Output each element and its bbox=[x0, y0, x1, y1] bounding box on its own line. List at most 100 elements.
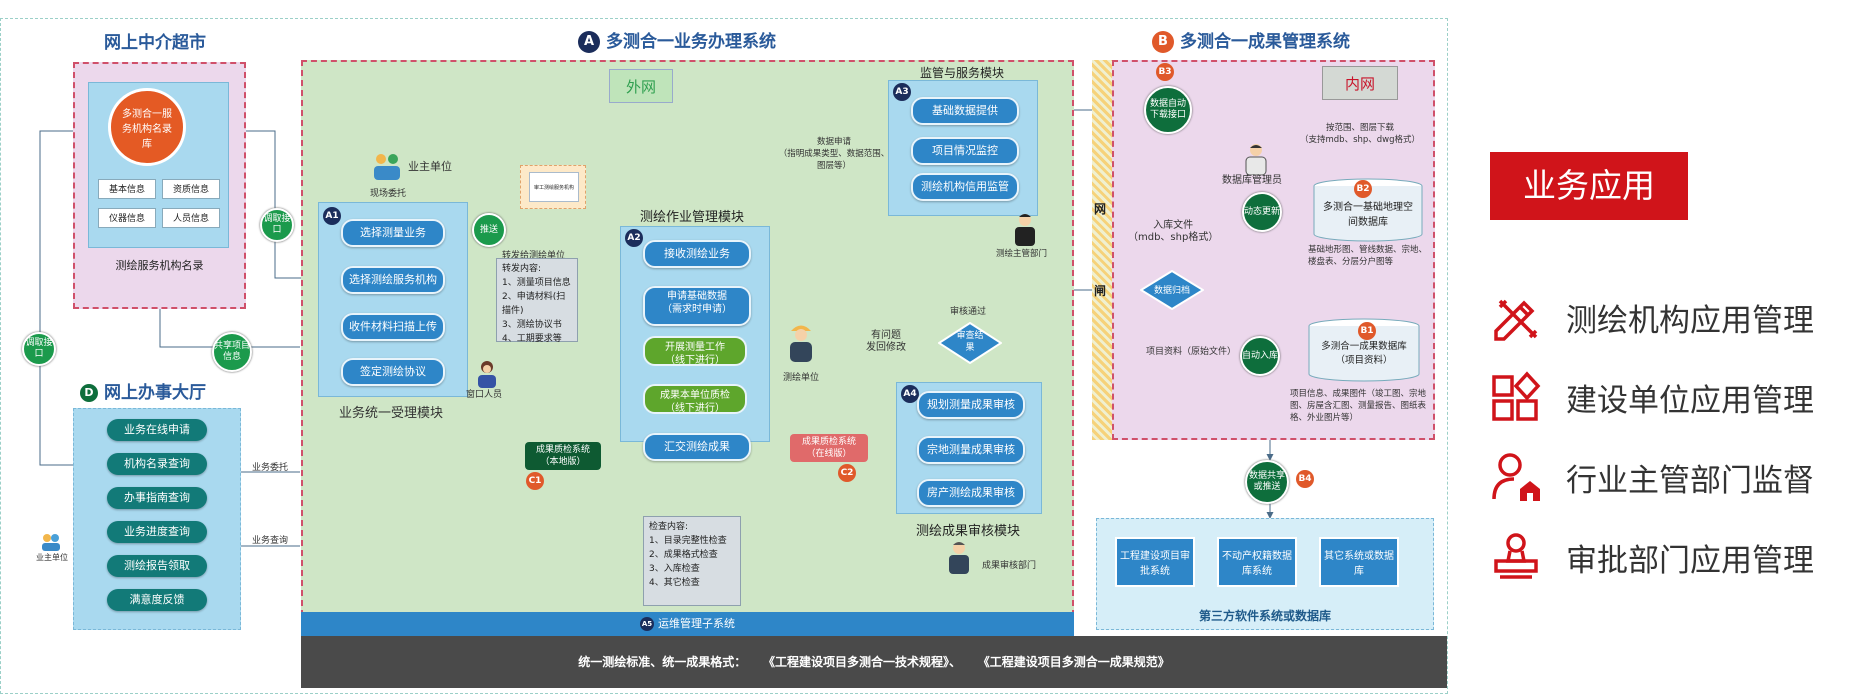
window-staff-label: 窗口人员 bbox=[466, 390, 503, 400]
request-data-button[interactable]: 申请基础数据 （需求时申请） bbox=[643, 286, 751, 326]
select-survey-button[interactable]: 选择测量业务 bbox=[341, 219, 445, 247]
audit-module-panel: A4 规划测量成果审核 宗地测量成果审核 房产测绘成果审核 bbox=[896, 382, 1042, 514]
import-file-label: 入库文件 （mdb、shp格式） bbox=[1128, 220, 1219, 243]
audit-module-caption: 测绘成果审核模块 bbox=[916, 524, 1021, 539]
hall-guide-query[interactable]: 办事指南查询 bbox=[107, 487, 207, 509]
select-agency-button[interactable]: 选择测绘服务机构 bbox=[341, 266, 445, 294]
sidebar-item-approval[interactable]: 审批部门应用管理 bbox=[1490, 527, 1814, 587]
gateway-char-2: 闸 bbox=[1094, 284, 1107, 298]
inner-net-label: 内网 bbox=[1322, 66, 1398, 100]
b2-database-label: 多测合一基础地理空间数据库 bbox=[1323, 202, 1413, 228]
transfer-line-3: 3、测绘协议书 bbox=[502, 320, 562, 330]
b1-database: 多测合一成果数据库 （项目资料） bbox=[1308, 318, 1420, 382]
hall-query-label: 业务查询 bbox=[252, 536, 289, 546]
sidebar-item-supervision[interactable]: 行业主管部门监督 bbox=[1490, 447, 1814, 507]
b4-badge: B4 bbox=[1296, 470, 1314, 488]
third-party-caption: 第三方软件系统或数据库 bbox=[1198, 609, 1331, 623]
a-system-title-text: 多测合一业务办理系统 bbox=[606, 32, 776, 52]
footer-standards: 统一测绘标准、统一成果格式： 《工程建设项目多测合一技术规程》、 《工程建设项目… bbox=[301, 636, 1447, 688]
fetch-interface-top: 调取接口 bbox=[260, 208, 294, 242]
sidebar-item-construction[interactable]: 建设单位应用管理 bbox=[1490, 367, 1814, 427]
a5-badge: A5 bbox=[640, 617, 654, 631]
project-monitor-button[interactable]: 项目情况监控 bbox=[911, 137, 1019, 165]
audit-dept-icon bbox=[946, 540, 972, 574]
intermediary-title: 网上中介超市 bbox=[104, 33, 206, 53]
intermediary-caption: 测绘服务机构名录 bbox=[115, 259, 204, 272]
site-delegation-label: 现场委托 bbox=[370, 189, 407, 199]
a4-badge: A4 bbox=[901, 385, 919, 403]
doc-thumb-text: 审工测绘服务机构 bbox=[529, 172, 579, 202]
intermediary-panel: 多测合一服务机构名录库 基本信息 资质信息 仪器信息 人员信息 测绘服务机构名录 bbox=[73, 62, 246, 309]
dept-officer-icon bbox=[1012, 212, 1038, 246]
hall-owner: 业主单位 bbox=[36, 553, 68, 562]
hall-directory-query[interactable]: 机构名录查询 bbox=[107, 453, 207, 475]
ops-bar: A5 运维管理子系统 bbox=[301, 612, 1074, 636]
c1-badge: C1 bbox=[526, 472, 544, 490]
hall-report-pickup[interactable]: 测绘报告领取 bbox=[107, 555, 207, 577]
sign-agreement-button[interactable]: 签定测绘协议 bbox=[341, 358, 445, 386]
transfer-line-1: 1、测量项目信息 bbox=[502, 278, 571, 288]
sidebar-item-label: 建设单位应用管理 bbox=[1566, 382, 1814, 419]
hall-badge: D bbox=[80, 384, 98, 402]
outer-net-label: 外网 bbox=[609, 69, 673, 103]
a1-badge: A1 bbox=[323, 207, 341, 225]
survey-unit-icon bbox=[786, 322, 816, 364]
data-request-note: 数据申请 （指明成果类型、数据范围、图层等） bbox=[778, 137, 890, 171]
field-work-button[interactable]: 开展测量工作 （线下进行） bbox=[643, 336, 747, 366]
survey-unit-label: 测绘单位 bbox=[783, 373, 820, 383]
self-qc-button[interactable]: 成果本单位质检 （线下进行） bbox=[643, 384, 747, 414]
sidebar-item-survey-agency[interactable]: 测绘机构应用管理 bbox=[1490, 287, 1814, 347]
upload-materials-button[interactable]: 收件材料扫描上传 bbox=[341, 313, 445, 341]
owner-unit-icon bbox=[372, 152, 402, 180]
hall-progress-query[interactable]: 业务进度查询 bbox=[107, 521, 207, 543]
transfer-list: 转发内容: 1、测量项目信息 2、申请材料(扫描件) 3、测绘协议书 4、工期要… bbox=[496, 258, 578, 344]
modules-icon bbox=[1490, 371, 1542, 423]
third-party-realestate: 不动产权籍数据库系统 bbox=[1217, 537, 1297, 587]
a3-badge: A3 bbox=[893, 83, 911, 101]
share-info-node: 共享项目信息 bbox=[212, 332, 252, 372]
check-line-2: 2、成果格式检查 bbox=[649, 550, 718, 560]
accept-module-caption: 业务统一受理模块 bbox=[339, 406, 444, 421]
b3-badge: B3 bbox=[1156, 63, 1174, 81]
plan-audit-button[interactable]: 规划测量成果审核 bbox=[917, 391, 1025, 419]
receive-task-button[interactable]: 接收测绘业务 bbox=[643, 240, 751, 268]
b-badge: B bbox=[1152, 31, 1174, 53]
transfer-line-0: 转发内容: bbox=[502, 264, 542, 274]
check-line-0: 检查内容: bbox=[649, 522, 689, 532]
third-party-other: 其它系统或数据库 bbox=[1319, 537, 1399, 587]
project-material-label: 项目资料（原始文件） bbox=[1146, 347, 1237, 357]
b1-database-label: 多测合一成果数据库 （项目资料） bbox=[1321, 341, 1407, 366]
hall-online-apply[interactable]: 业务在线申请 bbox=[107, 419, 207, 441]
sidebar-item-label: 行业主管部门监督 bbox=[1566, 462, 1814, 499]
review-pass-label: 审核通过 bbox=[950, 307, 987, 317]
stamp-icon bbox=[1490, 531, 1542, 583]
supervise-module-panel: A3 基础数据提供 项目情况监控 测绘机构信用监管 bbox=[888, 80, 1038, 216]
pencil-ruler-icon bbox=[1490, 291, 1542, 343]
check-line-3: 3、入库检查 bbox=[649, 564, 700, 574]
share-push-node: 数据共享或推送 bbox=[1245, 460, 1289, 504]
push-node: 推送 bbox=[472, 213, 506, 247]
parcel-audit-button[interactable]: 宗地测量成果审核 bbox=[917, 436, 1025, 464]
house-audit-button[interactable]: 房产测绘成果审核 bbox=[917, 479, 1025, 507]
window-staff-icon bbox=[476, 360, 498, 388]
directory-circle: 多测合一服务机构名录库 bbox=[108, 88, 186, 166]
hall-feedback[interactable]: 满意度反馈 bbox=[107, 589, 207, 611]
doc-personnel: 人员信息 bbox=[162, 208, 220, 228]
review-diamond: 审查结果 bbox=[937, 321, 1003, 365]
sidebar-item-label: 审批部门应用管理 bbox=[1566, 542, 1814, 579]
submit-results-button[interactable]: 汇交测绘成果 bbox=[643, 433, 751, 461]
basic-data-button[interactable]: 基础数据提供 bbox=[911, 97, 1019, 125]
work-module-title: 测绘作业管理模块 bbox=[640, 210, 745, 225]
b1-badge: B1 bbox=[1358, 322, 1376, 340]
sidebar-title: 业务应用 bbox=[1490, 152, 1688, 220]
owner-unit-label: 业主单位 bbox=[408, 160, 452, 173]
ops-label: 运维管理子系统 bbox=[658, 617, 735, 630]
credit-supervise-button[interactable]: 测绘机构信用监管 bbox=[911, 173, 1019, 201]
qc-local-box: 成果质检系统 （本地版） bbox=[525, 442, 601, 470]
transfer-title: 转发给测绘单位 bbox=[502, 251, 566, 261]
auto-import-node: 自动入库 bbox=[1240, 336, 1280, 376]
b2-note: 基础地形图、管线数据、宗地、楼盘表、分层分户图等 bbox=[1308, 245, 1428, 267]
diagram-frame bbox=[0, 18, 1448, 694]
